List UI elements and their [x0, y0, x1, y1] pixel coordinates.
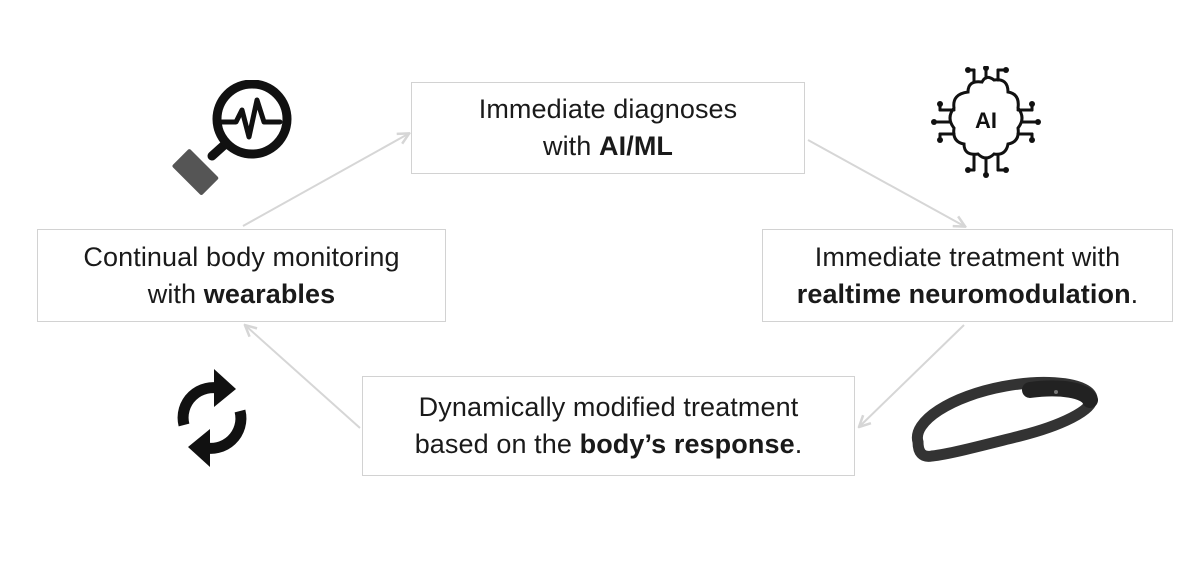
- node-diagnoses-line2: with AI/ML: [543, 128, 673, 165]
- ai-brain-circuit-icon: AI: [931, 66, 1041, 178]
- arrow-treatment-to-response: [860, 324, 965, 426]
- node-monitoring-line2: with wearables: [148, 276, 336, 313]
- refresh-cycle-icon: [177, 369, 247, 467]
- node-treatment-line2-bold: realtime neuromodulation: [796, 278, 1131, 309]
- node-response-line2-suffix: .: [794, 429, 803, 459]
- node-response-line1: Dynamically modified treatment: [418, 392, 799, 422]
- node-treatment-line1: Immediate treatment with: [814, 241, 1121, 272]
- arrow-diagnoses-to-treatment: [807, 139, 964, 226]
- arrow-monitoring-to-diagnoses: [242, 134, 408, 227]
- node-diagnoses-line1: Immediate diagnoses: [478, 94, 738, 124]
- node-treatment: Immediate treatment with realtime neurom…: [762, 229, 1173, 322]
- wearable-headband-icon: [911, 376, 1098, 462]
- ai-badge-text: AI: [975, 108, 997, 133]
- node-diagnoses: Immediate diagnoses with AI/ML: [411, 82, 805, 174]
- node-treatment-line2: realtime neuromodulation.: [797, 276, 1139, 313]
- node-response-line2-prefix: based on the: [414, 429, 580, 459]
- node-response: Dynamically modified treatment based on …: [362, 376, 855, 476]
- node-treatment-line2-suffix: .: [1130, 278, 1139, 309]
- node-monitoring-line2-prefix: with: [147, 278, 204, 309]
- node-monitoring-line1: Continual body monitoring: [83, 241, 400, 272]
- node-diagnoses-line2-bold: AI/ML: [599, 131, 674, 161]
- node-monitoring: Continual body monitoring with wearables: [37, 229, 446, 322]
- node-response-line2: based on the body’s response.: [415, 426, 803, 463]
- node-response-line2-bold: body’s response: [579, 429, 795, 459]
- node-diagnoses-line2-prefix: with: [542, 131, 600, 161]
- node-monitoring-line2-bold: wearables: [203, 278, 336, 309]
- arrow-response-to-monitoring: [246, 326, 361, 429]
- magnifier-heartbeat-icon: [172, 80, 292, 195]
